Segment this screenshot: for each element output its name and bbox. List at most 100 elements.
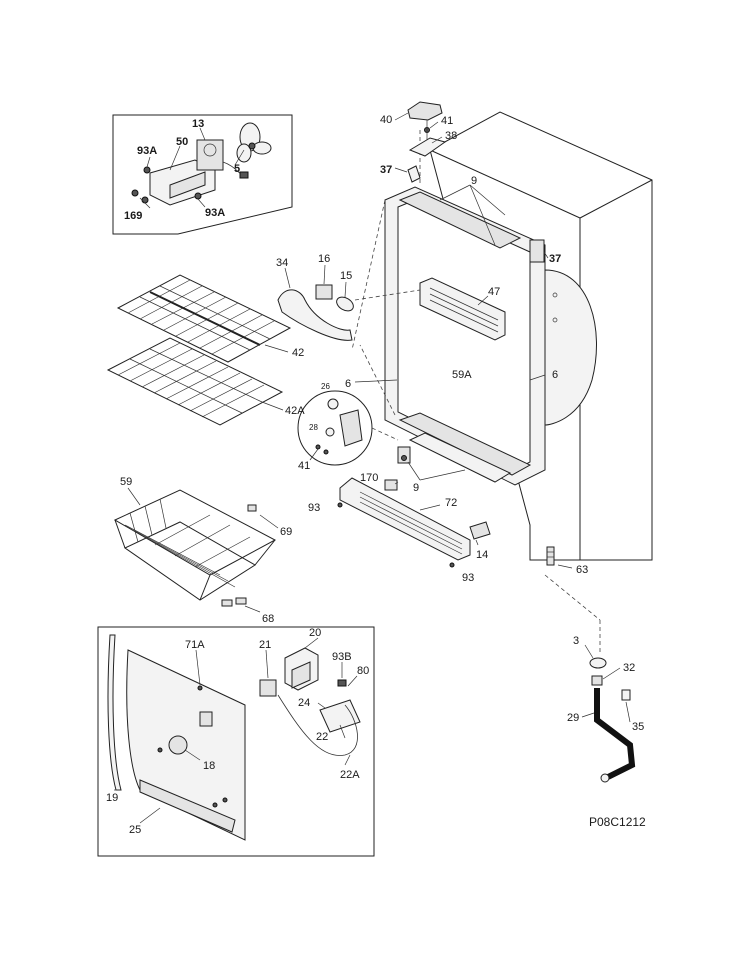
screw-93a-top xyxy=(143,166,151,174)
kickplate-72 xyxy=(339,477,471,561)
label-69: 69 xyxy=(280,526,292,538)
clip-170 xyxy=(384,479,398,491)
fan-bracket-face xyxy=(169,171,206,199)
fan-motor xyxy=(196,139,224,171)
label-59a: 59A xyxy=(452,369,472,381)
light-assembly: 34 16 15 xyxy=(276,253,421,341)
wire-basket-59: 59 69 68 xyxy=(113,476,292,625)
label-47: 47 xyxy=(488,286,500,298)
label-41-top: 41 xyxy=(441,115,453,127)
label-22: 22 xyxy=(316,731,328,743)
label-25: 25 xyxy=(129,824,141,836)
label-16: 16 xyxy=(318,253,330,265)
label-50: 50 xyxy=(176,136,188,148)
label-35: 35 xyxy=(632,721,644,733)
cover-20-face xyxy=(291,661,311,689)
label-3: 3 xyxy=(573,635,579,647)
label-6-left: 6 xyxy=(345,378,351,390)
label-37-right: 37 xyxy=(549,253,561,265)
basket-stop-69 xyxy=(247,504,257,512)
bracket-22 xyxy=(319,699,361,733)
drain-assembly: 63 3 32 29 35 xyxy=(546,546,644,783)
label-19: 19 xyxy=(106,792,118,804)
label-40: 40 xyxy=(380,114,392,126)
left-hinge-37 xyxy=(407,165,421,183)
light-socket-16 xyxy=(315,284,333,300)
label-42: 42 xyxy=(292,347,304,359)
label-93-right: 93 xyxy=(462,572,474,584)
shelves: 42 42A xyxy=(106,274,305,426)
basket-guide-68a xyxy=(221,599,233,607)
light-bulb-15 xyxy=(336,296,354,312)
label-93a-bottom: 93A xyxy=(205,207,225,219)
label-80: 80 xyxy=(357,665,369,677)
label-32: 32 xyxy=(623,662,635,674)
panel-window xyxy=(199,711,213,727)
drain-hose-29 xyxy=(594,688,636,780)
right-hinge-37 xyxy=(529,239,545,263)
label-34: 34 xyxy=(276,257,288,269)
control-panel-inset: 71A 21 20 93B 80 24 22 18 22A 19 25 xyxy=(97,626,375,857)
label-72: 72 xyxy=(445,497,457,509)
label-15: 15 xyxy=(340,270,352,282)
knob-18 xyxy=(168,735,188,755)
label-5: 5 xyxy=(234,163,240,175)
thermostat-detail: 26 28 41 xyxy=(297,382,399,472)
screw-41-a xyxy=(315,444,321,450)
switch-21 xyxy=(259,679,277,697)
screw-169-a xyxy=(131,189,139,197)
light-shield-34 xyxy=(277,289,353,341)
drain-plug-3 xyxy=(589,657,607,669)
leveling-leg-63 xyxy=(546,546,555,566)
top-rail xyxy=(398,191,522,249)
label-28: 28 xyxy=(309,423,318,432)
label-24: 24 xyxy=(298,697,310,709)
label-42a: 42A xyxy=(285,405,305,417)
inset-frame-fan xyxy=(112,114,293,235)
label-93a-top: 93A xyxy=(137,145,157,157)
label-26: 26 xyxy=(321,382,330,391)
screw-41-b xyxy=(323,449,329,455)
kickplate-assembly: 170 72 93 14 93 xyxy=(308,472,491,584)
cabinet-outline xyxy=(429,111,653,561)
top-hinge-38 xyxy=(408,137,447,157)
freezer-cabinet: 40 41 38 37 37 9 47 6 6 59A 9 xyxy=(345,101,653,655)
panel-base-25 xyxy=(139,779,236,833)
screw-93-left xyxy=(337,502,343,508)
label-20: 20 xyxy=(309,627,321,639)
drain-clip-35 xyxy=(621,689,631,701)
fan-motor-hub xyxy=(203,143,217,157)
trim-strip-19 xyxy=(107,634,122,791)
label-71a: 71A xyxy=(185,639,205,651)
label-14: 14 xyxy=(476,549,488,561)
wire-shelf-42a xyxy=(106,337,284,426)
screw-169-b xyxy=(141,196,149,204)
label-169: 169 xyxy=(124,210,142,222)
label-170: 170 xyxy=(360,472,378,484)
label-41-bottom: 41 xyxy=(298,460,310,472)
label-68: 68 xyxy=(262,613,274,625)
label-59: 59 xyxy=(120,476,132,488)
fan-blade xyxy=(236,122,272,163)
label-93-left: 93 xyxy=(308,502,320,514)
wiring-22a xyxy=(277,694,358,756)
fan-assembly-inset: 93A 50 13 5 169 93A xyxy=(112,114,293,235)
label-63: 63 xyxy=(576,564,588,576)
inset-frame-control xyxy=(97,626,375,857)
hinge-cover-40 xyxy=(407,101,443,121)
label-93b: 93B xyxy=(332,651,352,663)
label-9-top: 9 xyxy=(471,175,477,187)
label-37-left: 37 xyxy=(380,164,392,176)
basket-guide-68b xyxy=(235,597,247,605)
label-29: 29 xyxy=(567,712,579,724)
screw-93a-bottom xyxy=(194,192,202,200)
label-9-bottom: 9 xyxy=(413,482,419,494)
label-6-right: 6 xyxy=(552,369,558,381)
screw-93-right xyxy=(449,562,455,568)
connector-93b xyxy=(337,679,347,687)
label-13: 13 xyxy=(192,118,204,130)
label-18: 18 xyxy=(203,760,215,772)
fan-connector xyxy=(239,171,249,179)
